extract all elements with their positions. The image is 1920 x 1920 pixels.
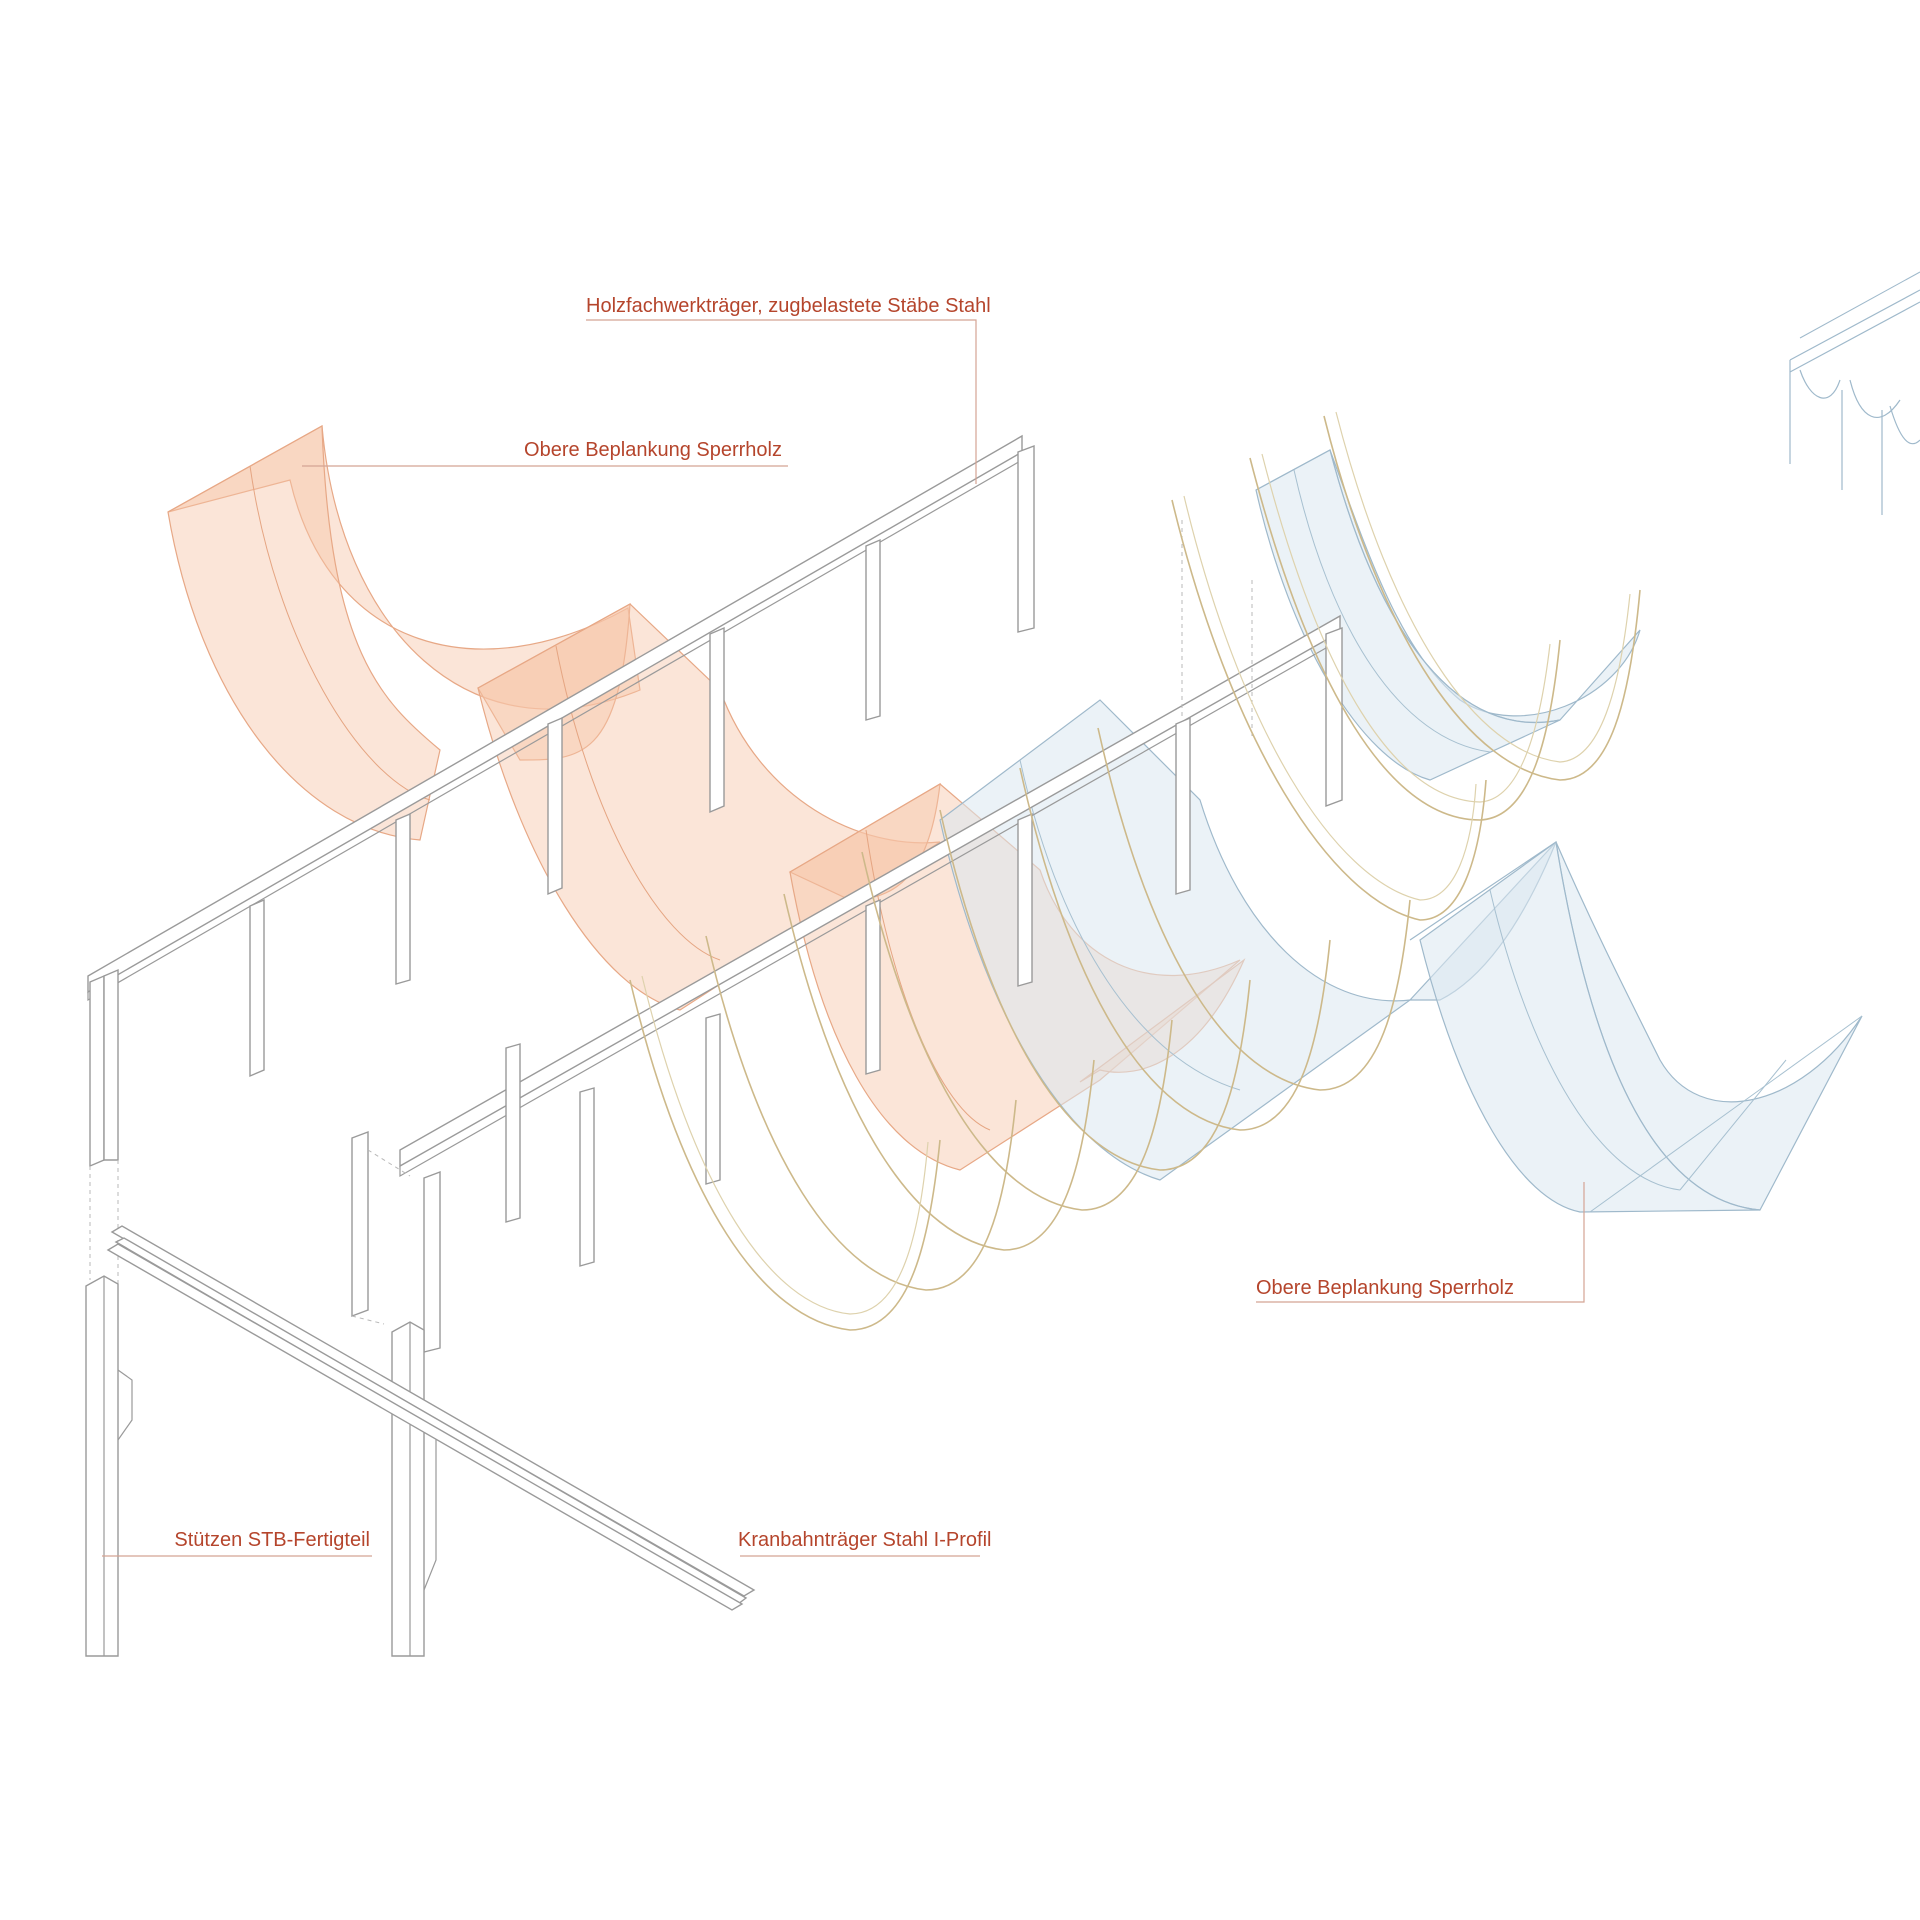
blue-plywood-shells	[939, 449, 1863, 1213]
label-truss: Holzfachwerkträger, zugbelastete Stäbe S…	[586, 295, 991, 317]
label-plywood-bottom: Obere Beplankung Sperrholz	[1256, 1277, 1514, 1299]
timber-ribs	[629, 411, 1641, 1331]
label-columns: Stützen STB-Fertigteil	[174, 1529, 370, 1551]
label-crane-beam: Kranbahnträger Stahl I-Profil	[738, 1529, 991, 1551]
leader-lines	[102, 319, 1585, 1557]
crane-runway-beam	[106, 1225, 756, 1611]
inset-sketch	[1789, 271, 1920, 515]
upper-frame-posts	[89, 444, 1035, 1168]
alignment-lines	[89, 520, 1253, 1325]
lower-frame-posts	[351, 626, 1343, 1353]
label-plywood-top: Obere Beplankung Sperrholz	[524, 439, 782, 461]
